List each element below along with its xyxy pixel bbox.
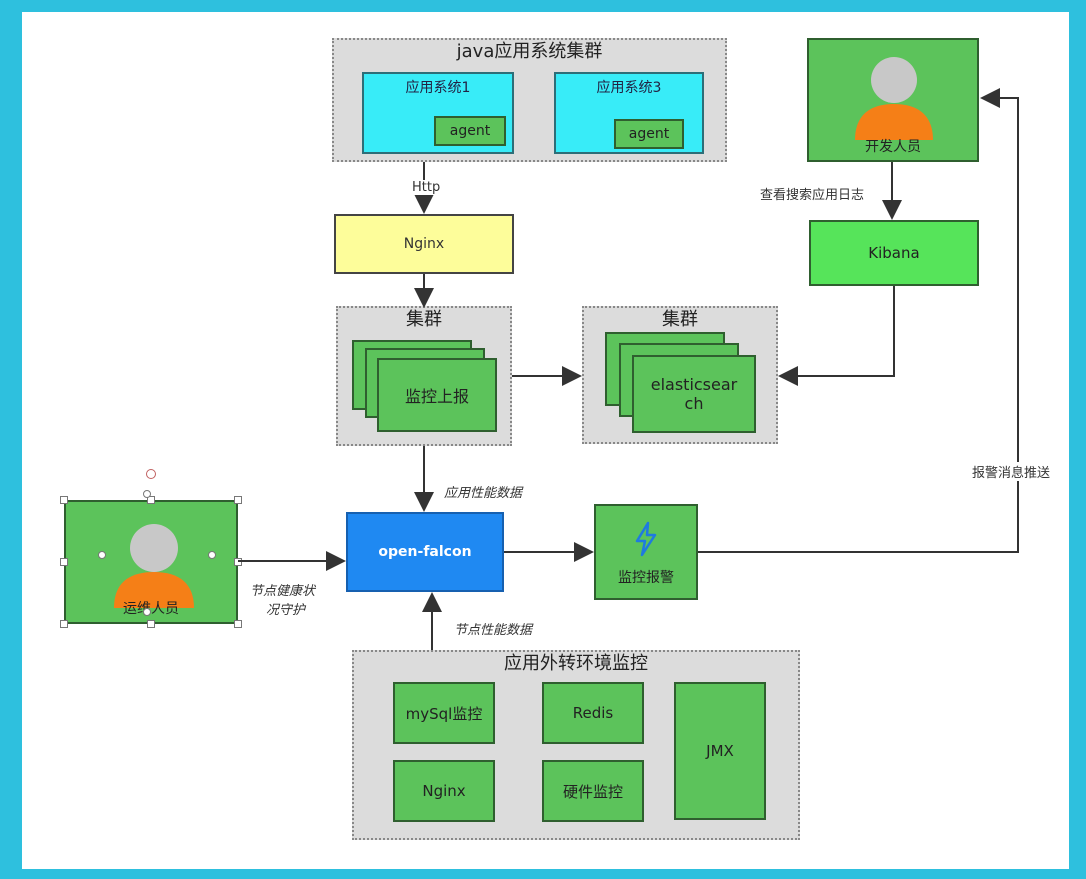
connection-point[interactable] — [208, 551, 216, 559]
node-ops[interactable]: 运维人员 — [64, 500, 238, 624]
node-app1-label: 应用系统1 — [405, 80, 471, 96]
edge-label-node-health-2: 况守护 — [266, 603, 306, 618]
selection-handle[interactable] — [60, 496, 68, 504]
node-agent1[interactable]: agent — [434, 116, 506, 146]
node-agent1-label: agent — [449, 123, 491, 139]
lightning-icon — [635, 521, 657, 557]
edge-label-node-perf: 节点性能数据 — [454, 623, 533, 638]
node-elasticsearch-label-1: elasticsear — [650, 375, 738, 394]
node-redis[interactable]: Redis — [542, 682, 644, 744]
group-java-cluster-title: java应用系统集群 — [456, 41, 603, 62]
node-monitor-report[interactable]: 监控上报 — [377, 358, 497, 432]
selection-handle[interactable] — [147, 620, 155, 628]
node-nginx[interactable]: Nginx — [334, 214, 514, 274]
node-elasticsearch[interactable]: elasticsear ch — [632, 355, 756, 433]
node-mysql[interactable]: mySql监控 — [393, 682, 495, 744]
diagram-canvas: java应用系统集群 应用系统1 agent 应用系统3 agent Nginx… — [22, 12, 1069, 869]
edge-label-http: Http — [410, 180, 443, 195]
connection-point[interactable] — [98, 551, 106, 559]
node-mysql-label: mySql监控 — [405, 704, 483, 723]
ops-avatar-icon — [114, 524, 194, 608]
node-alert-label: 监控报警 — [618, 570, 674, 586]
node-alert[interactable]: 监控报警 — [594, 504, 698, 600]
node-elasticsearch-label-2: ch — [684, 394, 704, 413]
node-developer[interactable]: 开发人员 — [807, 38, 979, 162]
node-ops-label: 运维人员 — [123, 601, 179, 617]
node-nginx2-label: Nginx — [422, 782, 466, 800]
rotate-handle[interactable] — [146, 469, 156, 479]
group-cluster-left-title: 集群 — [406, 309, 442, 330]
selection-handle[interactable] — [60, 620, 68, 628]
connection-point[interactable] — [143, 490, 151, 498]
node-monitor-report-label: 监控上报 — [404, 387, 469, 406]
developer-avatar-icon — [855, 57, 933, 140]
node-agent3-label: agent — [628, 126, 670, 142]
node-nginx-label: Nginx — [403, 236, 445, 252]
node-hardware-label: 硬件监控 — [562, 782, 623, 801]
node-open-falcon[interactable]: open-falcon — [346, 512, 504, 592]
node-redis-label: Redis — [572, 704, 614, 722]
node-agent3[interactable]: agent — [614, 119, 684, 149]
node-hardware[interactable]: 硬件监控 — [542, 760, 644, 822]
edge-label-alert-push: 报警消息推送 — [970, 462, 1053, 481]
edge-label-node-health-1: 节点健康状 — [250, 584, 316, 599]
selection-handle[interactable] — [147, 496, 155, 504]
group-env-monitor-title: 应用外转环境监控 — [504, 653, 648, 674]
node-developer-label: 开发人员 — [865, 139, 921, 155]
node-kibana-label: Kibana — [868, 244, 920, 262]
selection-handle[interactable] — [234, 496, 242, 504]
node-nginx2[interactable]: Nginx — [393, 760, 495, 822]
edge-kibana-to-es — [778, 286, 895, 386]
node-jmx[interactable]: JMX — [674, 682, 766, 820]
edge-label-view-logs: 查看搜索应用日志 — [758, 184, 867, 203]
node-kibana[interactable]: Kibana — [809, 220, 979, 286]
connector-layer — [238, 88, 1019, 650]
connection-point[interactable] — [143, 608, 151, 616]
selection-handle[interactable] — [60, 558, 68, 566]
selection-handle[interactable] — [234, 620, 242, 628]
edge-alert-to-developer — [698, 88, 1019, 553]
group-cluster-right-title: 集群 — [662, 309, 698, 330]
edge-label-app-perf: 应用性能数据 — [444, 486, 523, 501]
node-app3-label: 应用系统3 — [596, 80, 662, 96]
node-jmx-label: JMX — [706, 742, 734, 760]
node-open-falcon-label: open-falcon — [378, 544, 472, 560]
